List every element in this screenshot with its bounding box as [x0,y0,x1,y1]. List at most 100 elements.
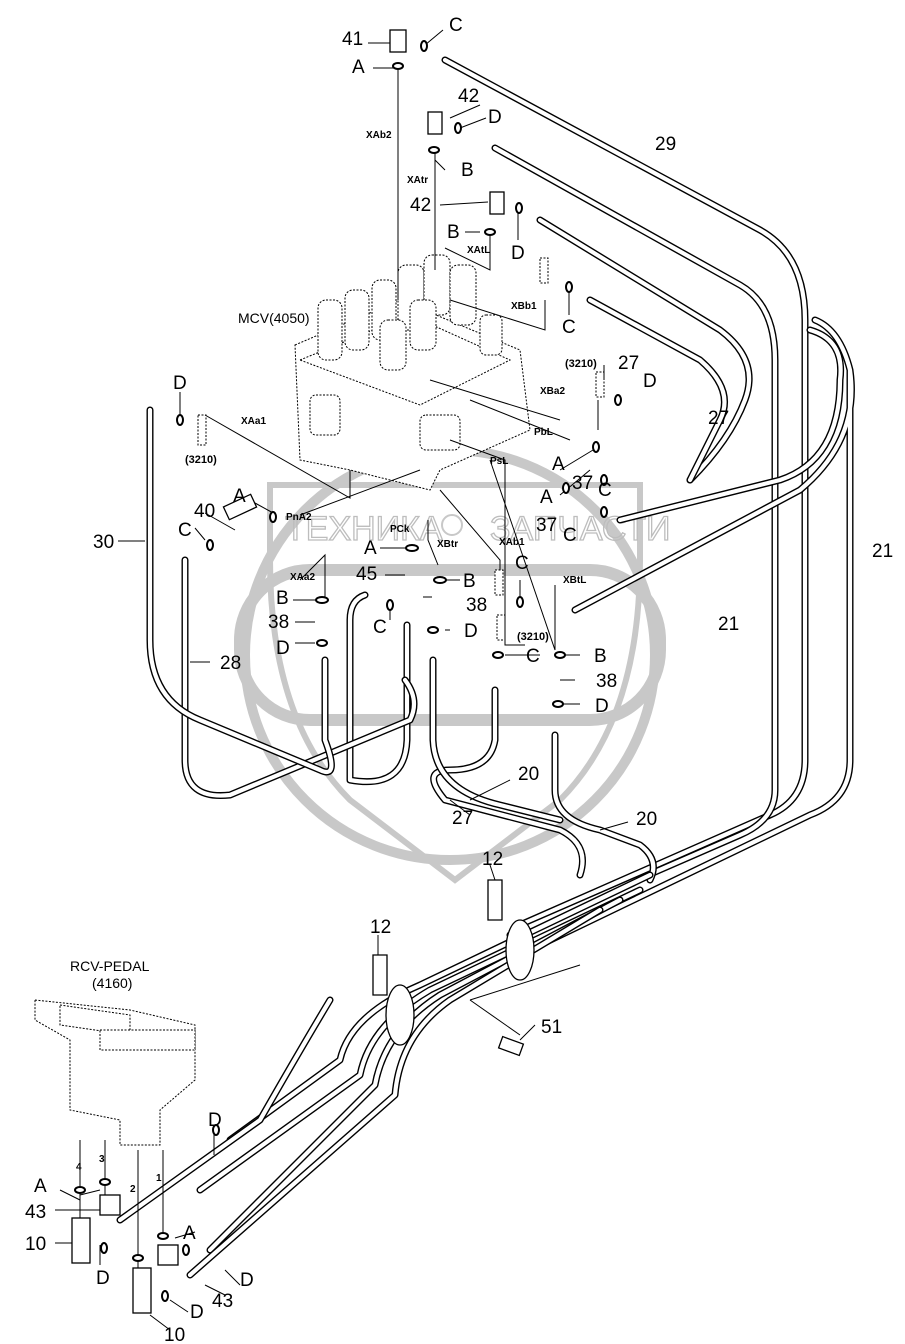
hose-27a-inner [537,217,752,483]
port-xba2: XBa2 [540,386,565,397]
port-xaa1: XAa1 [241,416,266,427]
callout-d: D [276,638,290,659]
hose-21a-inner [617,327,843,523]
callout-38: 38 [596,671,617,692]
port-xatr: XAtr [407,175,428,186]
callout-d: D [464,621,478,642]
callout-a: A [540,487,553,508]
callout-c: C [515,553,529,574]
port-pna2: PnA2 [286,512,312,523]
callout-a: A [364,538,377,559]
callout-c: C [373,617,387,638]
hose-20b-inner [431,687,585,878]
port-psl: PsL [490,456,508,467]
callout-b: B [447,222,460,243]
callout-c: C [526,646,540,667]
callout-20: 20 [518,764,539,785]
callout-28: 28 [220,653,241,674]
port-pck: PCk [390,524,410,535]
callout-a: A [34,1176,47,1197]
callout-38: 38 [268,612,289,633]
hose-28-inner [182,557,417,798]
callout-c: C [562,317,576,338]
callout-40: 40 [194,501,215,522]
port-xbtr: XBtr [437,539,458,550]
callout-42: 42 [458,86,479,107]
hose-20-inner [552,732,656,883]
hose-bundle-3-inner [207,897,623,1253]
ref-3210: (3210) [565,358,597,370]
callout-d: D [488,107,502,128]
callout-d: D [643,371,657,392]
hose-30-inner [147,407,334,774]
callout-37: 37 [572,473,593,494]
callout-51: 51 [541,1017,562,1038]
callout-d: D [96,1268,110,1289]
callout-41: 41 [342,29,363,50]
port-xab1: XAb1 [499,537,525,548]
rcv-pedal [34,999,196,1314]
port-xatl: XAtL [467,245,490,256]
hose-21b-inner [537,317,854,948]
watermark-text-left: ТЕХНИКА [285,510,443,548]
callout-d: D [595,696,609,717]
callout-45: 45 [356,564,377,585]
hose-bundle-1-inner [227,872,653,1143]
callout-b: B [594,646,607,667]
port-xaa2: XAa2 [290,572,315,583]
callout-b: B [276,588,289,609]
callout-d: D [190,1302,204,1323]
callout-labels: 41 C A 42 D B 29 42 B D C MCV(4050) 27 D… [25,15,893,1344]
clamps [372,879,535,1057]
ref-3210: (3210) [185,454,217,466]
pedal-port-4: 4 [76,1162,82,1173]
fittings [74,29,622,1302]
hose-27a [536,216,753,484]
callout-12: 12 [482,849,503,870]
pedal-port-3: 3 [99,1154,105,1165]
callout-d: D [511,243,525,264]
callout-42: 42 [410,195,431,216]
mcv-valve-block [197,254,605,641]
hose-29-inner [442,57,808,928]
callout-43: 43 [25,1202,46,1223]
hose-bundle-5-inner [117,997,333,1223]
port-xbb1: XBb1 [511,301,537,312]
callout-c: C [449,15,463,36]
callout-27: 27 [618,353,639,374]
callout-a: A [183,1223,196,1244]
hose-bundle-3 [206,896,624,1254]
callout-b: B [461,160,474,181]
pedal-port-2: 2 [130,1184,136,1195]
callout-a: A [233,486,246,507]
hose-bundle-2-inner [197,887,643,1193]
callout-d: D [173,373,187,394]
hose-29 [441,56,809,929]
callout-43: 43 [212,1291,233,1312]
port-xab2: XAb2 [366,130,392,141]
hose-20 [551,731,657,884]
callout-10: 10 [164,1325,185,1344]
callout-a: A [352,57,365,78]
callout-29: 29 [655,134,676,155]
mcv-label: MCV(4050) [238,310,310,326]
ref-3210: (3210) [517,631,549,643]
callout-27: 27 [708,408,729,429]
pedal-port-1: 1 [156,1173,162,1184]
callout-d: D [240,1270,254,1291]
callout-d: D [208,1110,222,1131]
rcv-pedal-label: RCV-PEDAL [70,958,150,974]
port-labels: XAb2 XAtr XAtL XBb1 (3210) XAa1 (3210) X… [76,130,597,1195]
callout-27: 27 [452,808,473,829]
callout-c: C [563,525,577,546]
callout-30: 30 [93,532,114,553]
port-pbl: PbL [534,427,553,438]
watermark: ТЕХНИКА ЗАПЧАСТИ [234,445,671,884]
hose-29b-inner [492,145,778,938]
hose-27d-inner [347,592,410,784]
callout-12: 12 [370,917,391,938]
hose-27b-inner [587,297,727,483]
port-xbtl: XBtL [563,575,586,586]
